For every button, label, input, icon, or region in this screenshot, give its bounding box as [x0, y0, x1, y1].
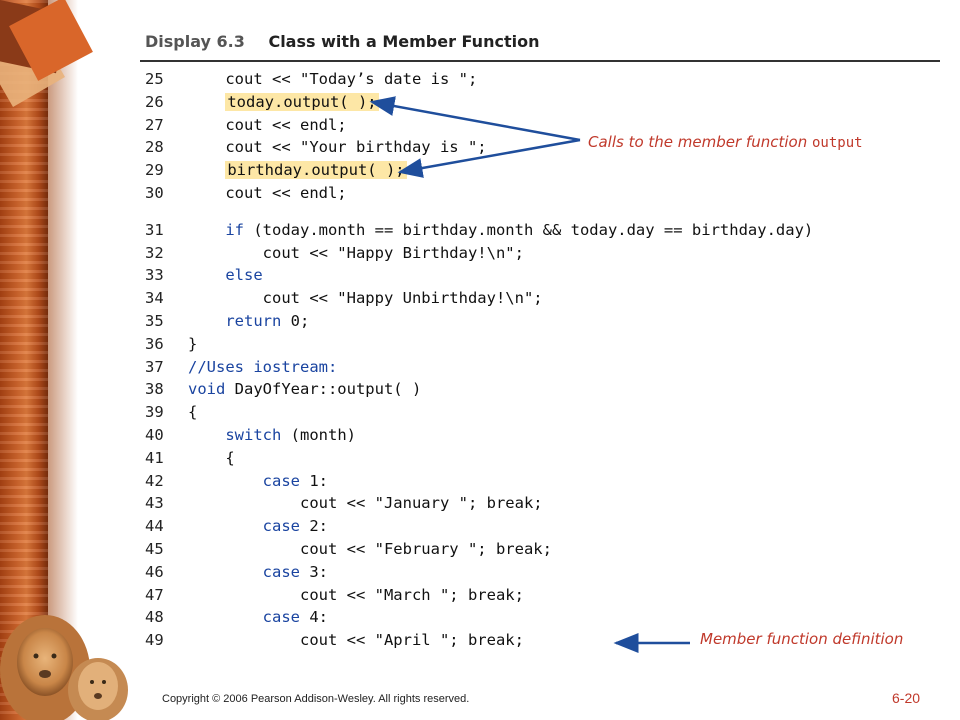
definition-annotation: Member function definition — [700, 630, 904, 648]
code-text: cout << endl; — [225, 115, 347, 134]
code-text: cout << "February "; break; — [299, 540, 552, 558]
line-number: 35 — [145, 312, 164, 330]
line-number: 27 — [145, 115, 164, 134]
code-text: return 0; — [225, 312, 310, 330]
line-number: 29 — [145, 161, 164, 180]
line-number: 45 — [145, 540, 164, 558]
line-number: 46 — [145, 562, 164, 581]
code-text: cout << "April "; break; — [299, 631, 524, 650]
code-text: void DayOfYear::output( ) — [188, 380, 422, 399]
line-number: 25 — [145, 70, 164, 88]
code-text: if (today.month == birthday.month && tod… — [225, 220, 814, 239]
code-text: case 1: — [262, 471, 328, 490]
code-text: switch (month) — [225, 426, 356, 444]
code-text: { — [225, 448, 235, 467]
line-number: 49 — [145, 631, 164, 650]
line-number: 42 — [145, 471, 164, 490]
code-text: cout << "Today’s date is "; — [225, 70, 478, 88]
code-text: birthday.output( ); — [225, 161, 407, 180]
lions-image — [0, 615, 128, 720]
line-number: 34 — [145, 289, 164, 308]
code-text: { — [188, 403, 198, 422]
line-number: 40 — [145, 426, 164, 444]
line-number: 28 — [145, 138, 164, 157]
copyright-notice: Copyright © 2006 Pearson Addison-Wesley.… — [162, 693, 470, 705]
decorative-wood-strip — [0, 0, 78, 720]
line-number: 37 — [145, 357, 164, 376]
line-number: 43 — [145, 494, 164, 513]
code-text: case 4: — [262, 608, 328, 627]
arrow-to-line-26 — [369, 96, 581, 142]
header-rule — [140, 60, 940, 62]
code-text: case 2: — [262, 517, 328, 536]
line-number: 26 — [145, 92, 164, 111]
calls-annotation-text: Calls to the member function — [588, 133, 812, 151]
line-number: 47 — [145, 585, 164, 604]
display-header: Display 6.3 Class with a Member Function — [145, 32, 539, 58]
code-text: cout << "Happy Unbirthday!\n"; — [262, 289, 543, 308]
line-number: 31 — [145, 220, 164, 239]
code-text: else — [225, 266, 263, 285]
code-text: cout << endl; — [225, 184, 347, 202]
line-number: 30 — [145, 184, 164, 202]
calls-annotation: Calls to the member function output — [588, 133, 863, 151]
line-number: 33 — [145, 266, 164, 285]
page-number: 6-20 — [892, 690, 921, 706]
line-number: 32 — [145, 243, 164, 262]
code-text: } — [188, 334, 198, 353]
code-text: today.output( ); — [225, 92, 379, 111]
code-text: cout << "Happy Birthday!\n"; — [262, 243, 524, 262]
line-number: 48 — [145, 608, 164, 627]
calls-annotation-code: output — [811, 135, 863, 151]
code-text: cout << "Your birthday is "; — [225, 138, 487, 157]
code-text: cout << "January "; break; — [299, 494, 543, 513]
display-title: Class with a Member Function — [268, 32, 540, 51]
code-text: cout << "March "; break; — [299, 585, 524, 604]
line-number: 38 — [145, 380, 164, 399]
line-number: 36 — [145, 334, 164, 353]
code-text: case 3: — [262, 562, 328, 581]
code-text: //Uses iostream: — [188, 357, 338, 376]
line-number: 44 — [145, 517, 164, 536]
line-number: 41 — [145, 448, 164, 467]
line-number: 39 — [145, 403, 164, 422]
display-label: Display 6.3 — [145, 32, 245, 51]
